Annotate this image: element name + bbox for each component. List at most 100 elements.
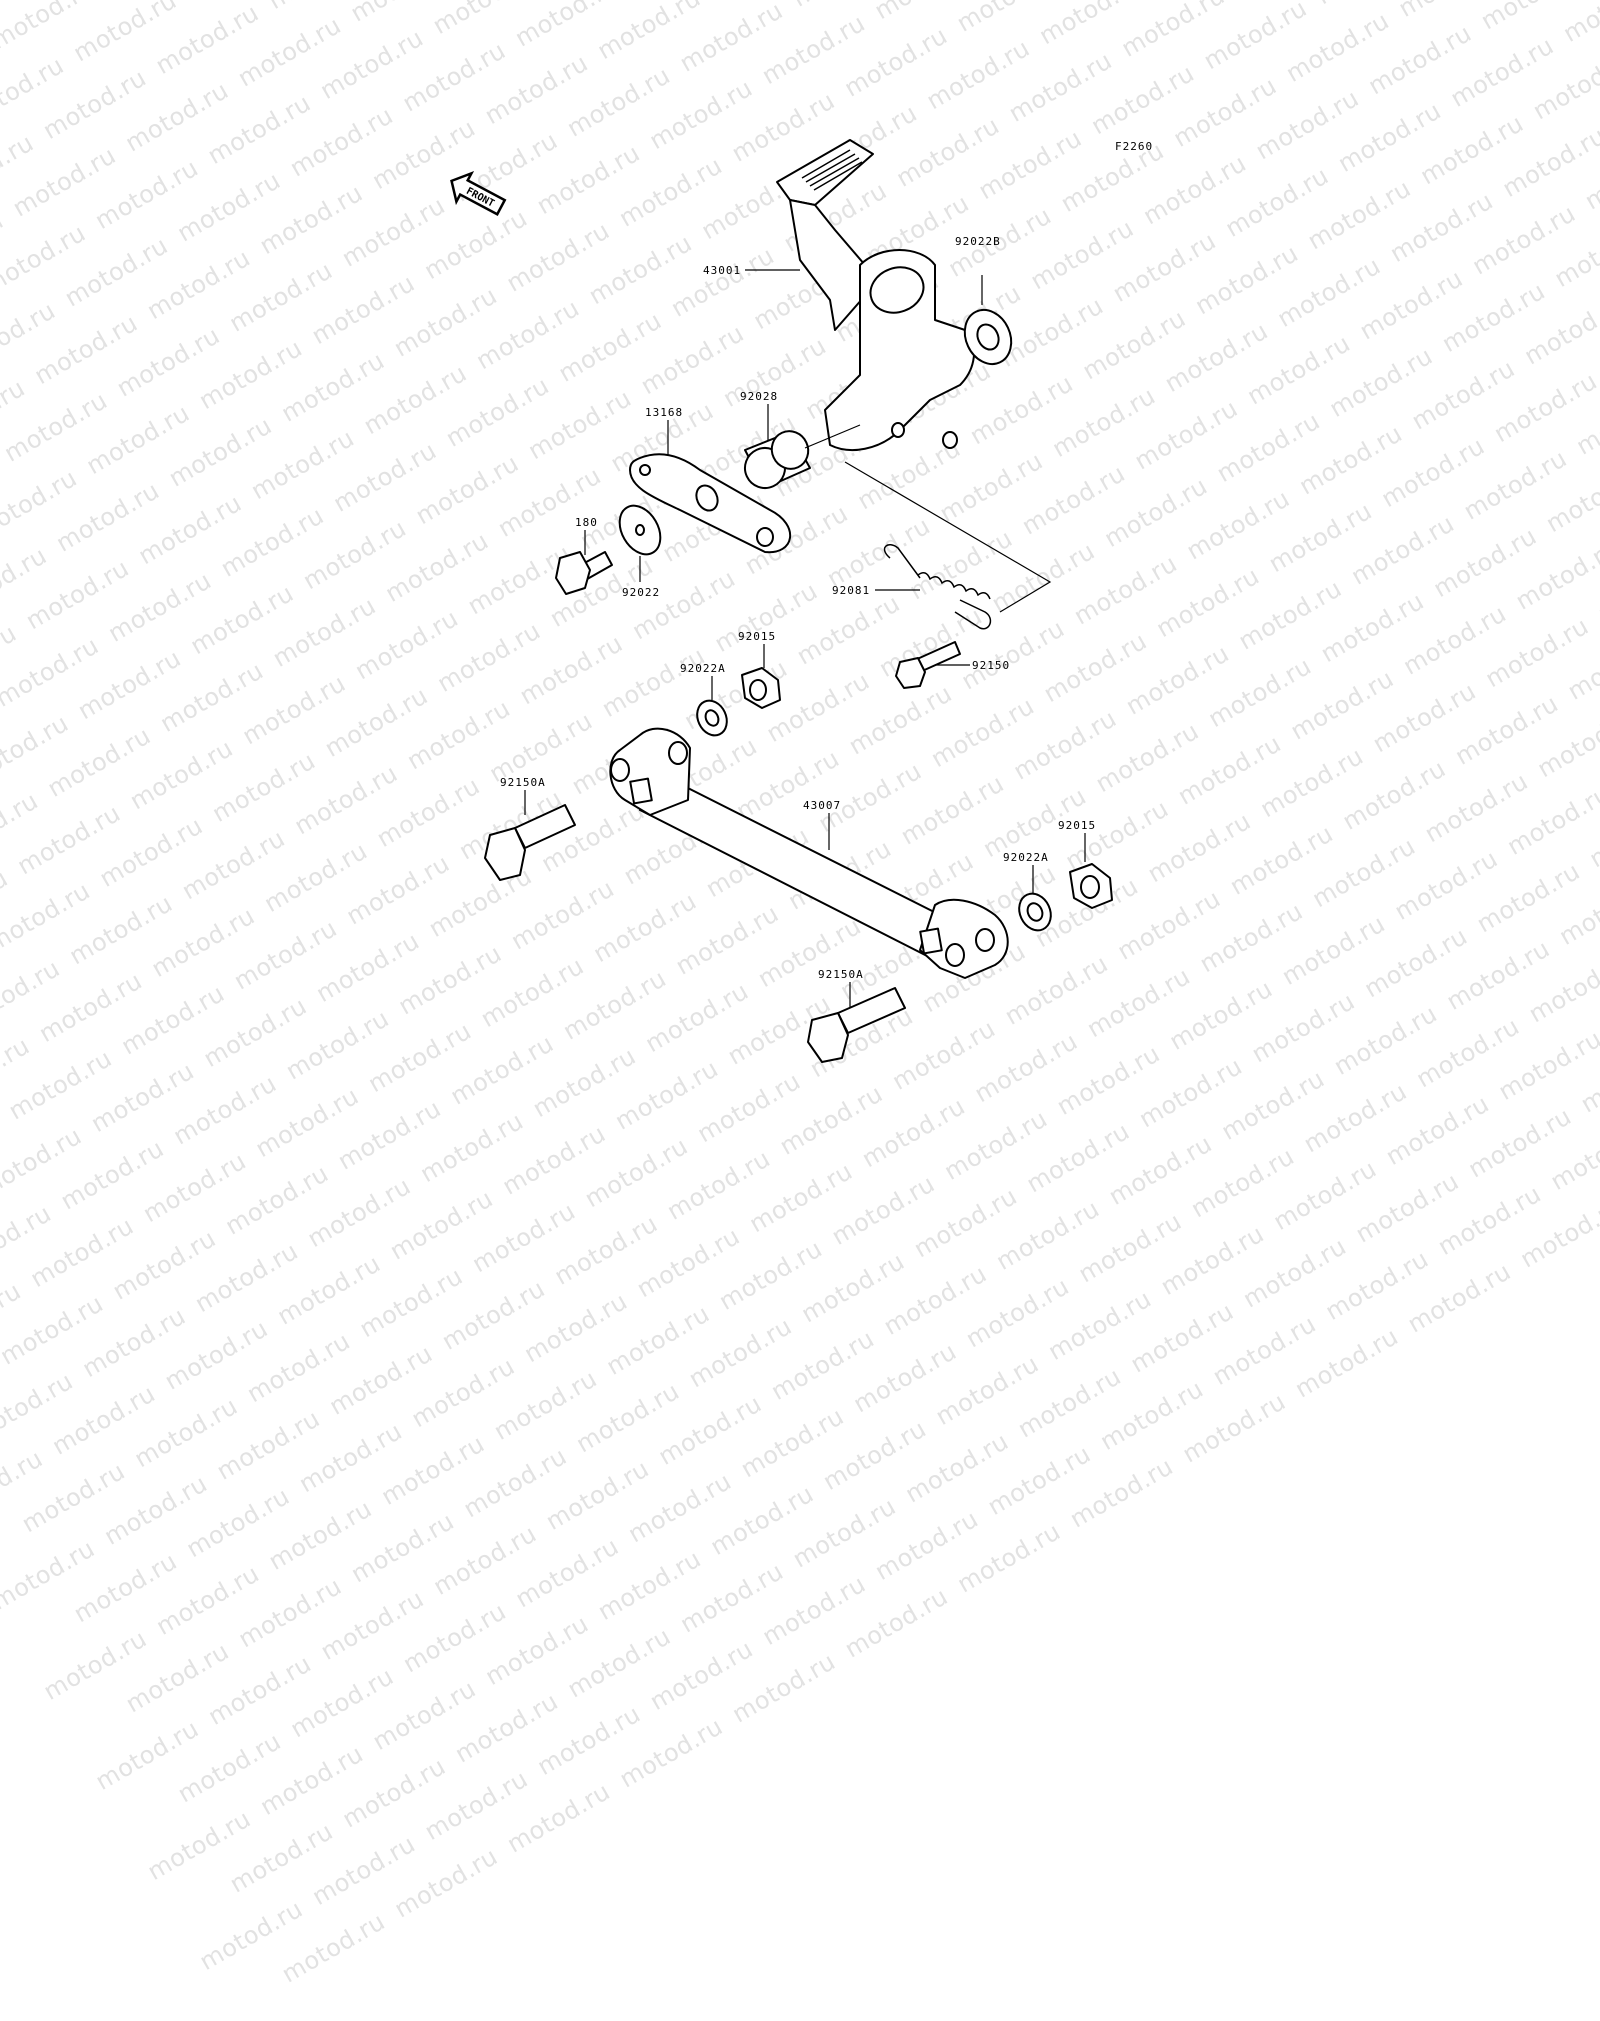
watermark-text: motod.ru	[1290, 1322, 1403, 1403]
watermark-text: motod.ru	[121, 1637, 234, 1718]
watermark-text: motod.ru	[450, 1687, 563, 1768]
watermark-text: motod.ru	[645, 1635, 758, 1716]
watermark-text: motod.ru	[983, 1440, 1096, 1521]
watermark-text: motod.ru	[571, 1377, 684, 1458]
watermark-text: motod.ru	[870, 1505, 983, 1586]
label-plate: 13168	[645, 406, 683, 419]
label-nut-upper: 92015	[738, 630, 776, 643]
watermark-text: motod.ru	[1074, 1207, 1187, 1288]
watermark-text: motod.ru	[255, 1740, 368, 1821]
watermark-text: motod.ru	[437, 1274, 550, 1355]
label-bolt-small: 180	[575, 516, 598, 529]
watermark-text: motod.ru	[623, 1467, 736, 1548]
watermark-text: motod.ru	[0, 1199, 56, 1280]
watermark-text: motod.ru	[602, 1299, 715, 1380]
watermark-text: motod.ru	[953, 1517, 1066, 1598]
watermark-text: motod.ru	[26, 1212, 139, 1293]
watermark-text: motod.ru	[550, 1209, 663, 1290]
watermark-text: motod.ru	[0, 1444, 48, 1525]
brake-pedal-part[interactable]	[777, 140, 974, 450]
watermark-text: motod.ru	[961, 1272, 1074, 1353]
watermark-text: motod.ru	[1403, 1257, 1516, 1338]
label-washer-top: 92022B	[955, 235, 1001, 248]
watermark-text: motod.ru	[675, 1557, 788, 1638]
watermark-text: motod.ru	[840, 1582, 953, 1663]
washer-92022A-upper-part[interactable]	[692, 696, 733, 740]
watermark-text: motod.ru	[151, 1559, 264, 1640]
watermark-text: motod.ru	[182, 1482, 295, 1563]
nut-92015-lower-part[interactable]	[1070, 864, 1112, 908]
watermark-text: motod.ru	[1043, 1285, 1156, 1366]
watermark-text: motod.ru	[797, 1247, 910, 1328]
watermark-text: motod.ru	[706, 1480, 819, 1561]
watermark-text: motod.ru	[294, 1417, 407, 1498]
watermark-text: motod.ru	[593, 1545, 706, 1626]
watermark-text: motod.ru	[563, 1622, 676, 1703]
watermark-text: motod.ru	[99, 1469, 212, 1550]
label-rod: 43007	[803, 799, 841, 812]
watermark-text: motod.ru	[212, 1404, 325, 1485]
watermark-text: motod.ru	[511, 1532, 624, 1613]
watermark-text: motod.ru	[273, 1249, 386, 1330]
watermark-text: motod.ru	[818, 1415, 931, 1496]
watermark-text: motod.ru	[203, 1650, 316, 1731]
watermark-text: motod.ru	[108, 1224, 221, 1305]
watermark-text: motod.ru	[429, 1520, 542, 1601]
watermark-text: motod.ru	[398, 1597, 511, 1678]
spring-92081-part[interactable]	[885, 545, 991, 629]
watermark-text: motod.ru	[1156, 1220, 1269, 1301]
watermark-text: motod.ru	[1321, 1245, 1434, 1326]
watermark-text: motod.ru	[1178, 1387, 1291, 1468]
watermark-text: motod.ru	[467, 1197, 580, 1278]
bolt-180-part[interactable]	[556, 552, 612, 594]
watermark-text: motod.ru	[307, 1830, 420, 1911]
watermark-text: motod.ru	[91, 1715, 204, 1796]
label-bolt-bottom: 92150A	[818, 968, 864, 981]
label-washer-plate: 92022	[622, 586, 660, 599]
watermark-text: motod.ru	[47, 1379, 160, 1460]
washer-92022A-lower-part[interactable]	[1013, 888, 1056, 935]
label-washer-upper: 92022A	[680, 662, 726, 675]
bolt-92150A-left-part[interactable]	[485, 805, 575, 880]
watermark-text: motod.ru	[346, 1507, 459, 1588]
watermark-text: motod.ru	[766, 1325, 879, 1406]
bolt-92150A-bottom-part[interactable]	[808, 988, 905, 1062]
watermark-text: motod.ru	[234, 1572, 347, 1653]
watermark-text: motod.ru	[1065, 1452, 1178, 1533]
bushing-92028-part[interactable]	[738, 425, 814, 494]
diagram-code: F2260	[1115, 140, 1153, 153]
watermark-text: motod.ru	[758, 1570, 871, 1651]
nut-92015-upper-part[interactable]	[742, 668, 780, 708]
label-spring: 92081	[832, 584, 870, 597]
watermark-text: motod.ru	[736, 1402, 849, 1483]
label-nut-lower: 92015	[1058, 819, 1096, 832]
watermark-text: motod.ru	[160, 1314, 273, 1395]
watermark-text: motod.ru	[991, 1195, 1104, 1276]
watermark-text: motod.ru	[420, 1765, 533, 1846]
watermark-text: motod.ru	[727, 1647, 840, 1728]
watermark-text: motod.ru	[69, 1547, 182, 1628]
watermark-text: motod.ru	[502, 1777, 615, 1858]
watermark-text: motod.ru	[338, 1752, 451, 1833]
watermark-text: motod.ru	[264, 1494, 377, 1575]
brake-rod-43007-part[interactable]	[610, 729, 1007, 978]
watermark-text: motod.ru	[286, 1662, 399, 1743]
watermark-text: motod.ru	[1238, 1232, 1351, 1313]
watermark-text: motod.ru	[173, 1727, 286, 1808]
watermark-text: motod.ru	[39, 1624, 152, 1705]
watermark-text: motod.ru	[489, 1364, 602, 1445]
watermark-text: motod.ru	[541, 1455, 654, 1536]
watermark-text: motod.ru	[316, 1585, 429, 1666]
watermark-text: motod.ru	[714, 1234, 827, 1315]
watermark-text: motod.ru	[533, 1700, 646, 1781]
washer-92022-part[interactable]	[611, 498, 668, 561]
watermark-text: motod.ru	[788, 1492, 901, 1573]
watermark-text: motod.ru	[390, 1842, 503, 1923]
watermark-text: motod.ru	[355, 1262, 468, 1343]
watermark-text: motod.ru	[17, 1457, 130, 1538]
watermark-text: motod.ru	[615, 1712, 728, 1793]
watermark-text: motod.ru	[368, 1675, 481, 1756]
watermark-text: motod.ru	[1126, 1297, 1239, 1378]
label-bolt-left: 92150A	[500, 776, 546, 789]
